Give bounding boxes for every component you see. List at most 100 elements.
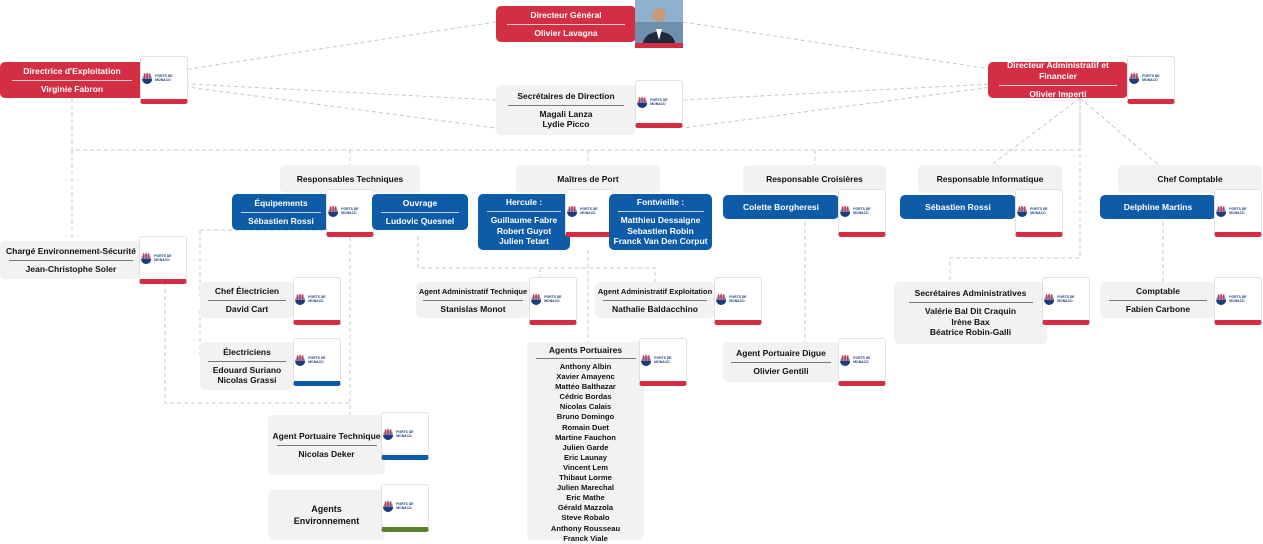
node-name: Sébastien Rossi bbox=[248, 215, 314, 226]
agent-name: Julien Garde bbox=[562, 442, 609, 452]
logo-text: PORTS DE MONACO bbox=[650, 98, 668, 106]
logo-text: PORTS DE MONACO bbox=[1030, 207, 1048, 215]
node-title: Agent Portuaire Digue bbox=[736, 347, 826, 358]
node-delphine-martins: Delphine Martins bbox=[1100, 195, 1216, 219]
node-title: Agents Portuaires bbox=[548, 345, 623, 355]
node-title: Responsables Techniques bbox=[296, 173, 404, 184]
ports-de-monaco-emblem-icon bbox=[840, 354, 851, 366]
node-name: Matthieu Dessaigne bbox=[620, 215, 701, 226]
ports-de-monaco-emblem-icon bbox=[142, 72, 153, 84]
node-title: Agent Administratif Exploitation bbox=[597, 286, 713, 296]
ports-de-monaco-logo: PORTS DE MONACO bbox=[714, 277, 762, 325]
ports-de-monaco-emblem-icon bbox=[295, 293, 306, 305]
agent-name: Nicolas Calais bbox=[559, 402, 612, 412]
logo-text: PORTS DE MONACO bbox=[396, 502, 414, 510]
node-name: Franck Van Den Corput bbox=[613, 236, 708, 247]
agent-name: Gérald Mazzola bbox=[557, 503, 614, 513]
node-title: Responsable Informatique bbox=[936, 173, 1044, 184]
agent-name: Eric Mathe bbox=[566, 493, 605, 503]
node-title: Chef Comptable bbox=[1157, 173, 1223, 184]
ports-de-monaco-logo: PORTS DE MONACO bbox=[1127, 56, 1175, 104]
ports-de-monaco-logo: PORTS DE MONACO bbox=[1015, 189, 1063, 237]
node-name: Nicolas Deker bbox=[298, 448, 355, 459]
node-name: Lydie Picco bbox=[542, 119, 590, 129]
node-name: Sébastien Rossi bbox=[925, 201, 991, 212]
ports-de-monaco-logo: PORTS DE MONACO bbox=[635, 80, 683, 128]
separator bbox=[423, 299, 523, 301]
node-name: David Cart bbox=[225, 303, 269, 314]
person-photo-icon bbox=[635, 0, 683, 43]
node-title: Équipements bbox=[254, 197, 308, 208]
node-title: Comptable bbox=[1136, 285, 1180, 296]
ports-de-monaco-emblem-icon bbox=[531, 293, 542, 305]
node-name: Colette Borgheresi bbox=[742, 201, 820, 212]
ports-de-monaco-logo: PORTS DE MONACO bbox=[140, 56, 188, 104]
separator bbox=[999, 85, 1117, 87]
node-title: Chargé Environnement-Sécurité bbox=[6, 245, 136, 256]
node-agent-admin-technique: Agent Administratif Technique Stanislas … bbox=[416, 282, 530, 318]
node-colette-borgheresi: Colette Borgheresi bbox=[723, 195, 839, 219]
separator bbox=[908, 302, 1033, 304]
node-title: Ouvrage bbox=[402, 197, 438, 208]
ports-de-monaco-emblem-icon bbox=[840, 205, 851, 217]
node-name: Julien Tetart bbox=[499, 236, 549, 247]
ports-de-monaco-logo: PORTS DE MONACO bbox=[838, 338, 886, 386]
node-responsables-techniques-header: Responsables Techniques bbox=[280, 165, 420, 193]
director-photo bbox=[635, 0, 683, 48]
ports-de-monaco-logo: PORTS DE MONACO bbox=[1214, 189, 1262, 237]
node-fontvieille: Fontvieille : Matthieu Dessaigne Sebasti… bbox=[609, 194, 712, 250]
ports-de-monaco-logo: PORTS DE MONACO bbox=[293, 277, 341, 325]
logo-text: PORTS DE MONACO bbox=[154, 254, 172, 262]
node-name: Olivier Lavagna bbox=[534, 27, 598, 38]
ports-de-monaco-logo: PORTS DE MONACO bbox=[1042, 277, 1090, 325]
node-title: Secrétaires Administratives bbox=[914, 288, 1027, 299]
node-name: Edouard Suriano bbox=[212, 364, 282, 375]
logo-text: PORTS DE MONACO bbox=[1229, 295, 1247, 303]
logo-text: PORTS DE MONACO bbox=[1057, 295, 1075, 303]
ports-de-monaco-logo: PORTS DE MONACO bbox=[293, 338, 341, 386]
node-title: Directeur Administratif et Financier bbox=[1007, 60, 1109, 82]
ports-de-monaco-emblem-icon bbox=[567, 205, 578, 217]
agent-name: Franck Viale bbox=[563, 533, 608, 543]
agent-name: Anthony Albin bbox=[559, 362, 612, 371]
logo-text: PORTS DE MONACO bbox=[341, 207, 359, 215]
node-name: Environnement bbox=[293, 516, 360, 526]
node-name: Robert Guyot bbox=[496, 225, 552, 236]
separator bbox=[241, 211, 321, 213]
logo-text: PORTS DE MONACO bbox=[396, 430, 414, 438]
agent-name: Martine Fauchon bbox=[555, 432, 616, 442]
node-equipements: Équipements Sébastien Rossi bbox=[232, 194, 330, 230]
node-name: Ludovic Quesnel bbox=[385, 215, 455, 226]
ports-de-monaco-emblem-icon bbox=[328, 205, 339, 217]
agent-name: Eric Launay bbox=[563, 452, 608, 462]
logo-text: PORTS DE MONACO bbox=[1229, 207, 1247, 215]
ports-de-monaco-logo: PORTS DE MONACO bbox=[565, 189, 613, 237]
node-title: Directeur Général bbox=[530, 9, 602, 20]
node-name: Agents bbox=[311, 504, 342, 514]
logo-text: PORTS DE MONACO bbox=[580, 207, 598, 215]
separator bbox=[507, 23, 625, 25]
ports-de-monaco-logo: PORTS DE MONACO bbox=[381, 484, 429, 532]
node-directeur-general: Directeur Général Olivier Lavagna bbox=[496, 6, 636, 42]
node-comptable: Comptable Fabien Carbone bbox=[1100, 282, 1216, 318]
node-responsable-informatique-header: Responsable Informatique bbox=[918, 165, 1062, 193]
separator bbox=[487, 211, 561, 213]
logo-text: PORTS DE MONACO bbox=[155, 74, 173, 82]
ports-de-monaco-emblem-icon bbox=[1216, 205, 1227, 217]
agent-name: Cédric Bordas bbox=[559, 392, 612, 402]
node-title: Responsable Croisières bbox=[766, 173, 863, 184]
node-agent-portuaire-technique: Agent Portuaire Technique Nicolas Deker bbox=[268, 415, 385, 475]
ports-de-monaco-emblem-icon bbox=[637, 96, 648, 108]
node-title: Hercule : bbox=[505, 197, 543, 208]
ports-de-monaco-emblem-icon bbox=[1017, 205, 1028, 217]
node-electriciens: Électriciens Edouard Suriano Nicolas Gra… bbox=[200, 342, 294, 390]
node-secretaires-direction: Secrétaires de Direction Magali Lanza Ly… bbox=[496, 85, 636, 135]
agent-name: Vincent Lem bbox=[562, 462, 608, 472]
node-hercule: Hercule : Guillaume Fabre Robert Guyot J… bbox=[478, 194, 570, 250]
node-maitres-port-header: Maîtres de Port bbox=[516, 165, 660, 193]
agent-name: Thibaut Lorme bbox=[559, 473, 612, 483]
logo-text: PORTS DE MONACO bbox=[729, 295, 747, 303]
node-sebastien-rossi-info: Sébastien Rossi bbox=[900, 195, 1016, 219]
ports-de-monaco-emblem-icon bbox=[1129, 72, 1140, 84]
